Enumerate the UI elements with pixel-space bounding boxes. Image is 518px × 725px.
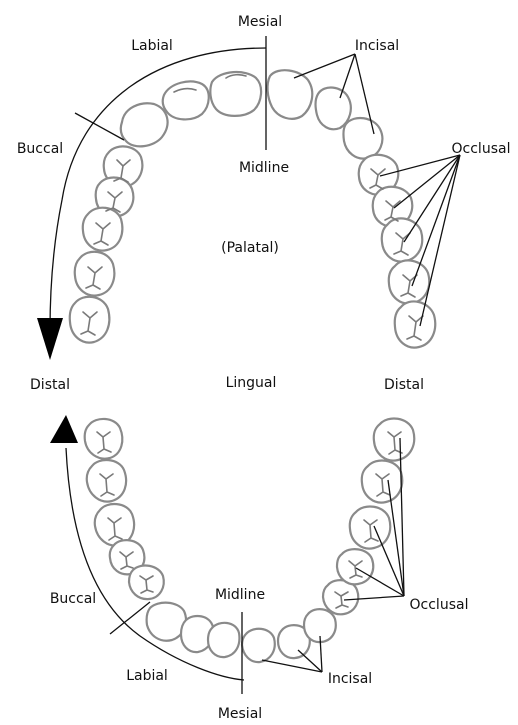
lower-midline-label: Midline — [215, 587, 265, 603]
upper-occlusal-label: Occlusal — [452, 141, 511, 157]
upper-buccal-line — [75, 113, 124, 140]
lower-buccal-label: Buccal — [50, 591, 96, 607]
lower-tooth — [208, 623, 239, 657]
palatal-label: (Palatal) — [221, 240, 279, 256]
upper-buccal-label: Buccal — [17, 141, 63, 157]
upper-tooth — [343, 118, 382, 159]
upper-mesial-label: Mesial — [238, 14, 282, 30]
lower-occlusal-label: Occlusal — [410, 597, 469, 613]
lower-incisal-label: Incisal — [328, 671, 372, 687]
lower-tooth — [242, 629, 275, 662]
lingual-label: Lingual — [226, 375, 277, 391]
upper-midline-label: Midline — [239, 160, 289, 176]
upper-incisal-line — [340, 54, 355, 98]
upper-tooth — [121, 103, 168, 146]
lower-incisal-line — [298, 650, 322, 672]
lower-arch — [85, 418, 415, 662]
lower-buccal-line — [110, 602, 150, 634]
lower-incisal-line — [262, 660, 322, 672]
lower-distal-arrowhead — [50, 415, 78, 443]
upper-occlusal-line — [420, 155, 460, 326]
lower-labial-label: Labial — [126, 668, 168, 684]
lower-mesial-label: Mesial — [218, 706, 262, 722]
upper-tooth — [382, 218, 422, 261]
upper-arch — [70, 70, 435, 347]
upper-incisal-label: Incisal — [355, 38, 399, 54]
upper-tooth — [389, 260, 429, 303]
upper-tooth — [163, 81, 209, 119]
upper-distal-right-label: Distal — [384, 377, 424, 393]
upper-incisal-line — [294, 54, 355, 78]
labels: Mesial Labial Incisal Buccal Occlusal Mi… — [17, 14, 511, 722]
upper-distal-arrowhead — [37, 318, 63, 360]
upper-tooth — [210, 72, 261, 116]
upper-distal-left-label: Distal — [30, 377, 70, 393]
upper-tooth — [268, 70, 313, 119]
upper-labial-label: Labial — [131, 38, 173, 54]
